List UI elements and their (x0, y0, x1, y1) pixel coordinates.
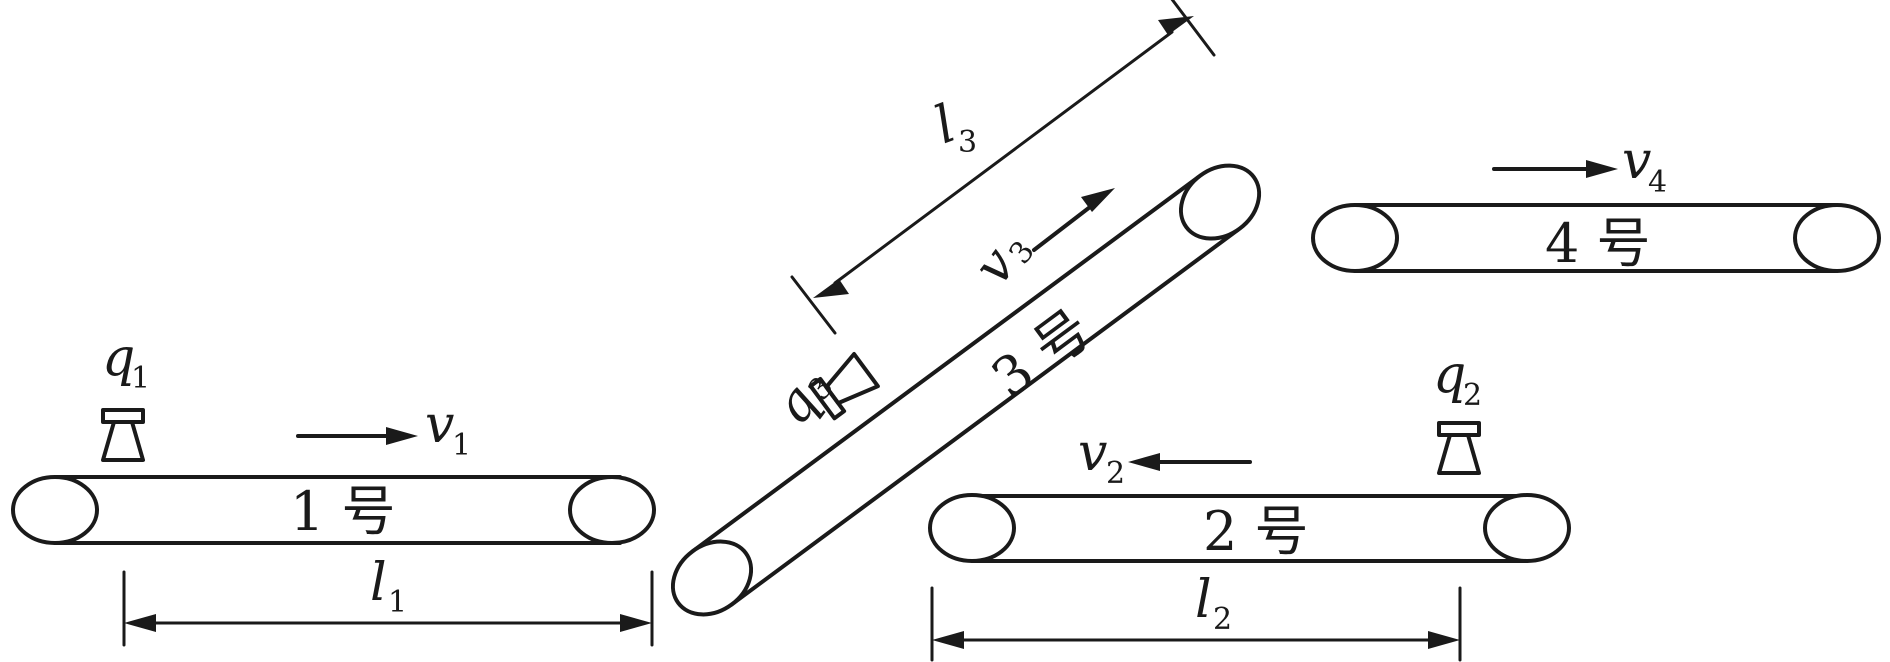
belt-2-label: 2 号 (1203, 500, 1309, 563)
l1-symbol: l (370, 553, 387, 613)
belt-4: 4 号 (1311, 203, 1881, 275)
v2-symbol: v (1078, 423, 1107, 483)
belt-4-right-pulley (1793, 203, 1881, 273)
belt-2: 2 号 (928, 493, 1571, 563)
v1-symbol: v (425, 395, 454, 455)
q1-subscript: 1 (131, 361, 150, 396)
velocity-v3: v 3 (962, 188, 1115, 296)
v4-subscript: 4 (1648, 165, 1667, 200)
velocity-v4: v 4 (1492, 131, 1667, 200)
belt-3 (670, 163, 1262, 617)
l1-subscript: 1 (388, 585, 407, 620)
q1-symbol: q (102, 328, 135, 388)
dimension-l1: l 1 (122, 553, 654, 647)
belt-1-left-pulley (11, 475, 99, 545)
belt-2-left-pulley (928, 493, 1016, 563)
v1-subscript: 1 (452, 428, 471, 463)
hopper-q1: q 1 (101, 328, 150, 462)
belt-1-label: 1 号 (290, 480, 396, 543)
belt-1-right-pulley (568, 475, 656, 545)
belt-4-label: 4 号 (1545, 212, 1651, 275)
l2-symbol: l (1195, 570, 1212, 630)
v4-symbol: v (1622, 131, 1651, 191)
belt-3-label: 3 号 (980, 297, 1102, 410)
l3-subscript: 3 (958, 125, 977, 160)
belt-2-right-pulley (1483, 493, 1571, 563)
v2-subscript: 2 (1106, 456, 1125, 491)
q2-symbol: q (1433, 345, 1466, 405)
q2-subscript: 2 (1463, 378, 1482, 413)
belt-3-bottom-pulley (670, 539, 754, 617)
hopper-q2: q 2 (1433, 345, 1482, 475)
dimension-l2: l 2 (930, 570, 1462, 662)
belt-3-top-pulley (1178, 163, 1262, 241)
velocity-v1: v 1 (296, 395, 471, 463)
l2-subscript: 2 (1213, 602, 1232, 637)
velocity-v2: v 2 (1078, 423, 1252, 491)
belt-1: 1 号 (11, 475, 656, 545)
hopper-q3 (808, 352, 880, 421)
belt-4-left-pulley (1311, 203, 1399, 273)
